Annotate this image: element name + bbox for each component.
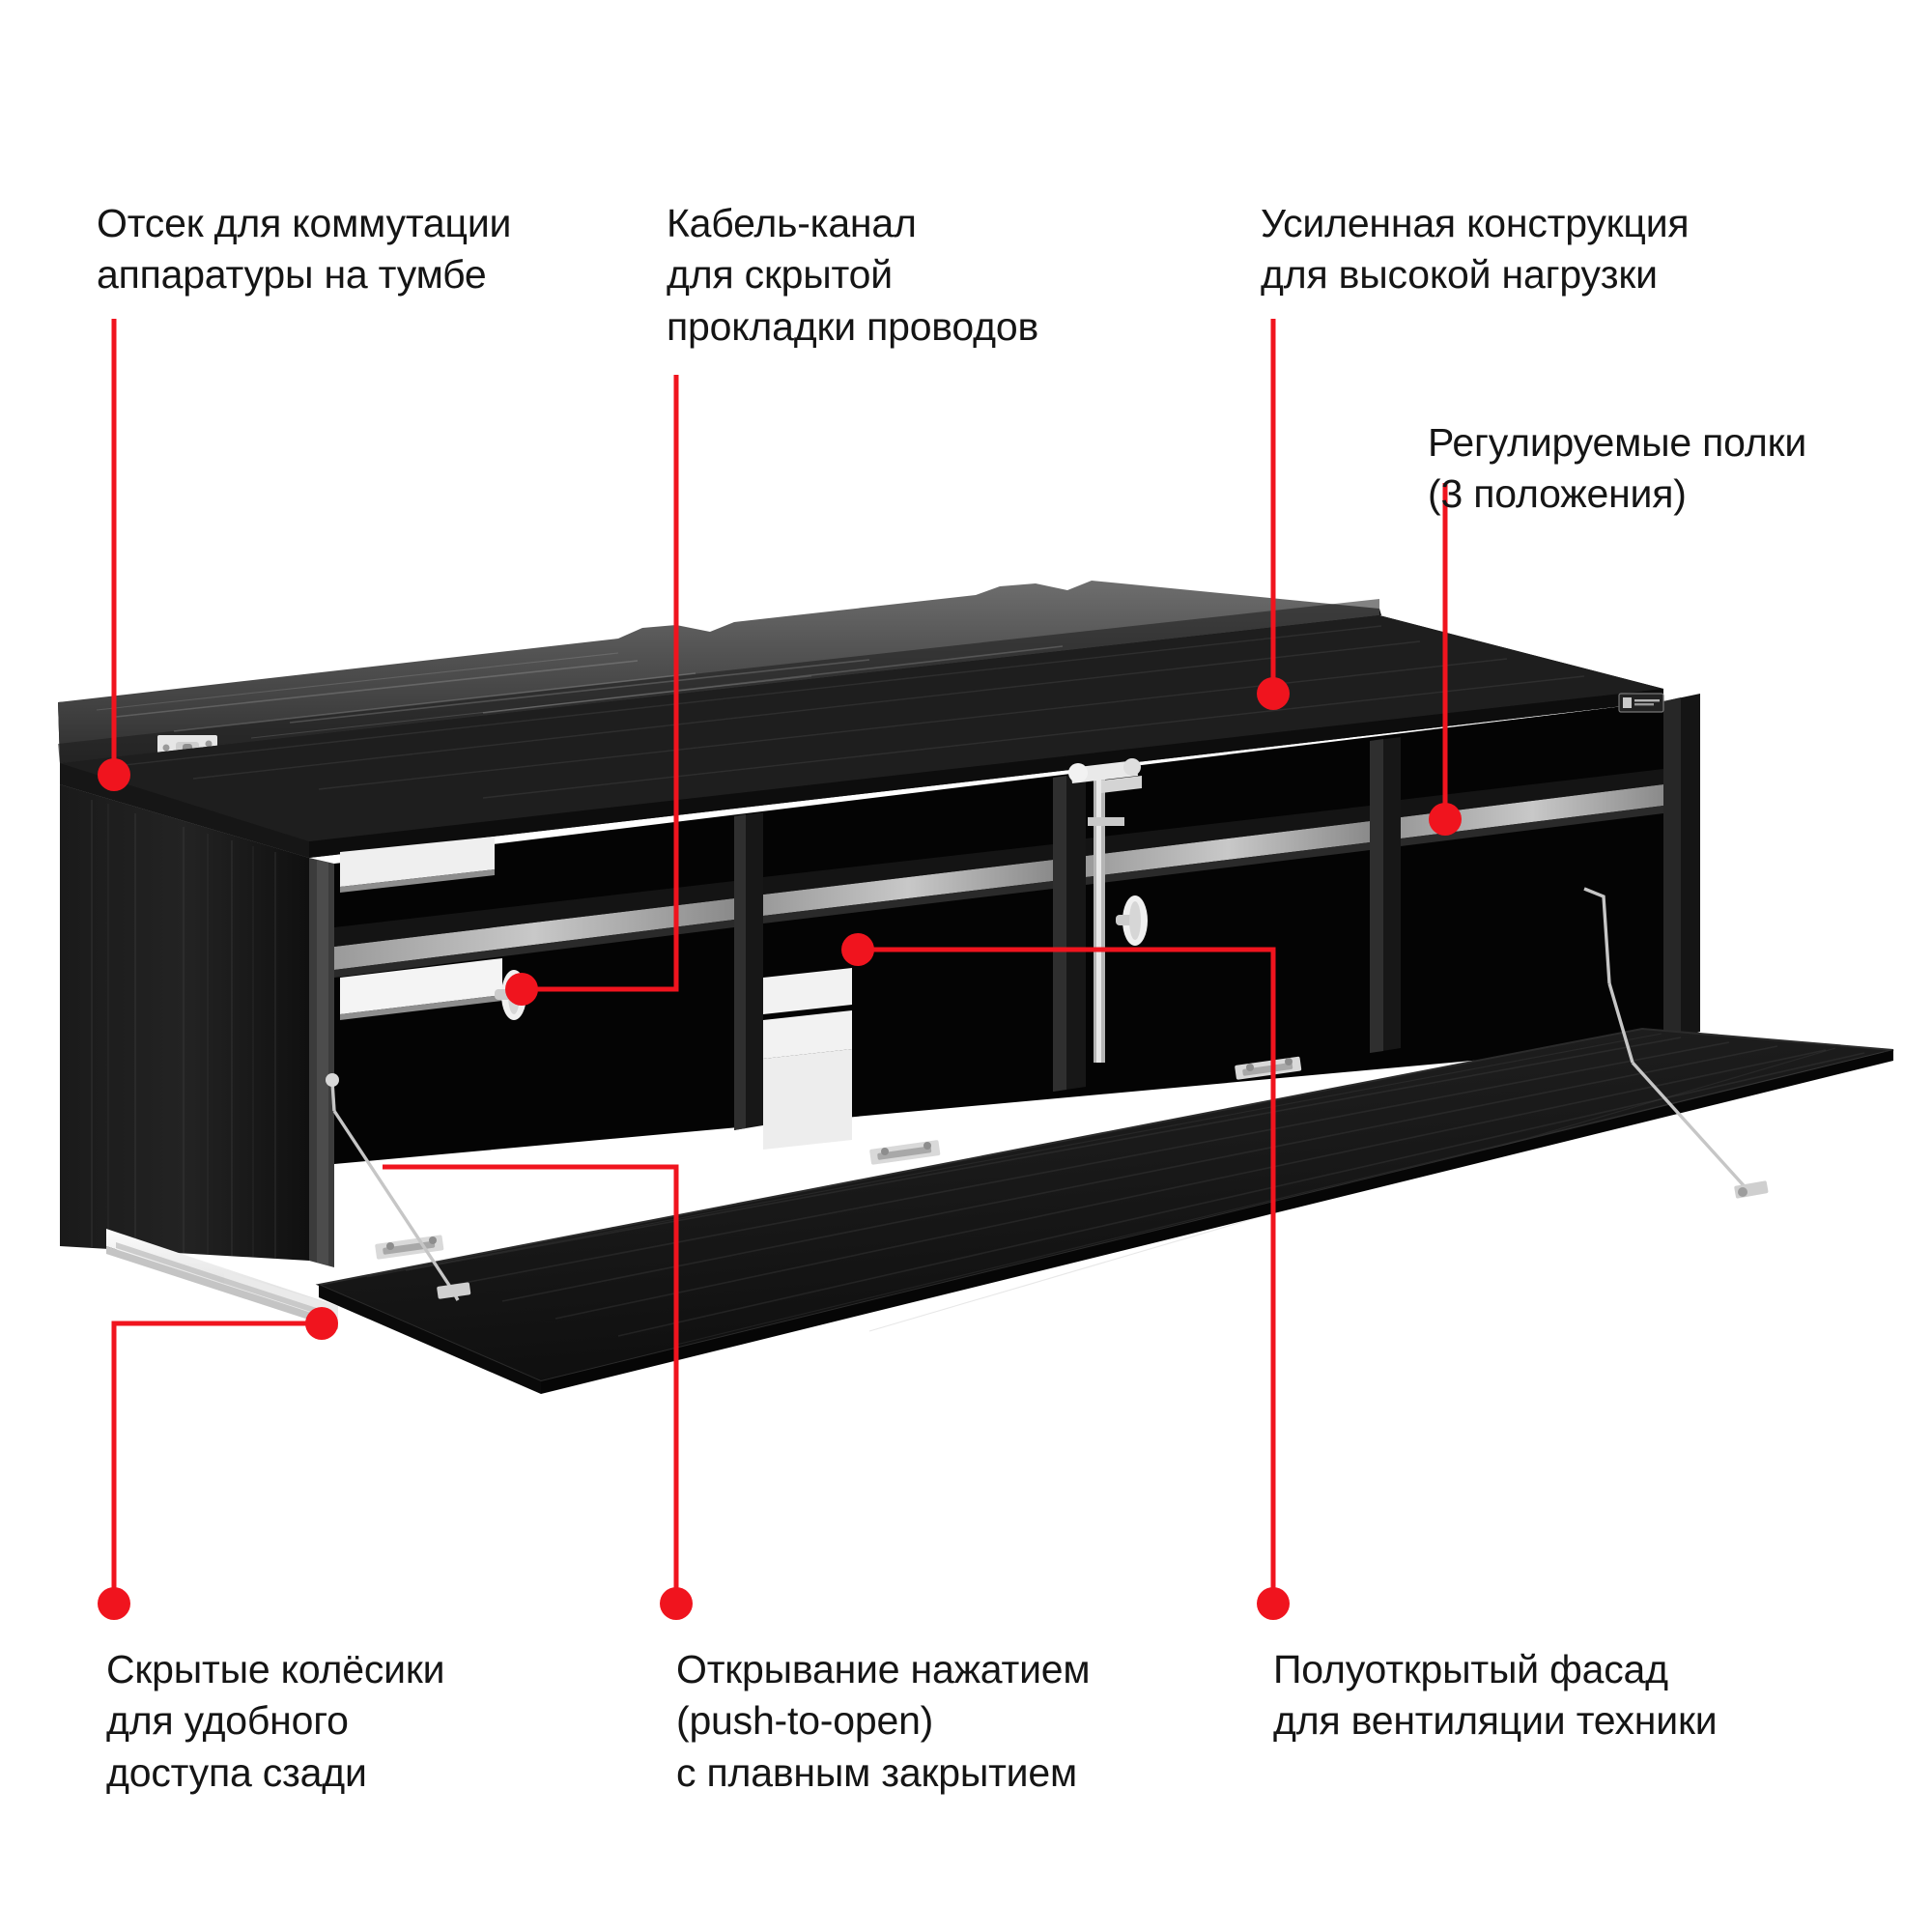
callout-half-open-facade: Полуоткрытый фасад для вентиляции техник… (1273, 1647, 1718, 1744)
callout-cable-channel: Кабель-канал для скрытой прокладки прово… (667, 201, 1039, 349)
door-hinge-center (869, 1140, 941, 1165)
shelf-upper-right3 (1401, 784, 1663, 846)
right-side-panel (1663, 694, 1700, 1043)
leader-line-cable-channel (522, 375, 679, 992)
lift-stay-left-pivot (326, 1073, 339, 1087)
callout-adjustable-shelves: Регулируемые полки (3 положения) (1428, 420, 1807, 517)
marker-reinforced (1257, 677, 1290, 710)
vent-slot-left-upper (340, 837, 495, 893)
leader-line-facade (858, 947, 1276, 1604)
vent-slot-center-lower (763, 1010, 852, 1059)
callout-cable-compartment: Отсек для коммутации аппаратуры на тумбе (97, 201, 512, 298)
vent-slot-center-upper (763, 968, 852, 1014)
marker-shelves (1429, 803, 1462, 836)
callout-hidden-casters: Скрытые колёсики для удобного доступа сз… (106, 1647, 445, 1795)
shelf-upper-left (334, 898, 734, 978)
lift-stay-right-bracket (1734, 1180, 1769, 1199)
lift-stay-left-bracket (437, 1282, 471, 1299)
callout-reinforced-construction: Усиленная конструкция для высокой нагруз… (1261, 201, 1690, 298)
leader-line-push-open (383, 1164, 679, 1604)
marker-compartment (98, 758, 130, 791)
left-side-panel (60, 784, 334, 1267)
brand-badge (1618, 693, 1664, 713)
shelf-pin-center (1116, 895, 1148, 946)
top-board (60, 615, 1663, 858)
vent-slot-left-lower (340, 958, 502, 1020)
marker-bottom-center (660, 1587, 693, 1620)
lift-stay-right (1583, 887, 1752, 1195)
divider-2 (1053, 774, 1086, 1092)
marker-bottom-left (98, 1587, 130, 1620)
marker-cable-channel-tip (505, 973, 538, 1006)
center-support-rod (1068, 758, 1142, 1063)
shelf-upper-mid (763, 860, 1053, 923)
vent-slot-center-tall (763, 1049, 852, 1150)
door-hinge-right (1235, 1056, 1302, 1080)
callout-push-to-open: Открывание нажатием (push-to-open) с пла… (676, 1647, 1091, 1795)
leader-line-casters (111, 1321, 322, 1604)
shelf-upper-right2 (1086, 821, 1370, 885)
open-door-flap (315, 1027, 1894, 1394)
marker-facade (1257, 1587, 1290, 1620)
divider-3 (1370, 737, 1401, 1053)
divider-1 (734, 812, 763, 1130)
marker-casters (305, 1307, 338, 1340)
